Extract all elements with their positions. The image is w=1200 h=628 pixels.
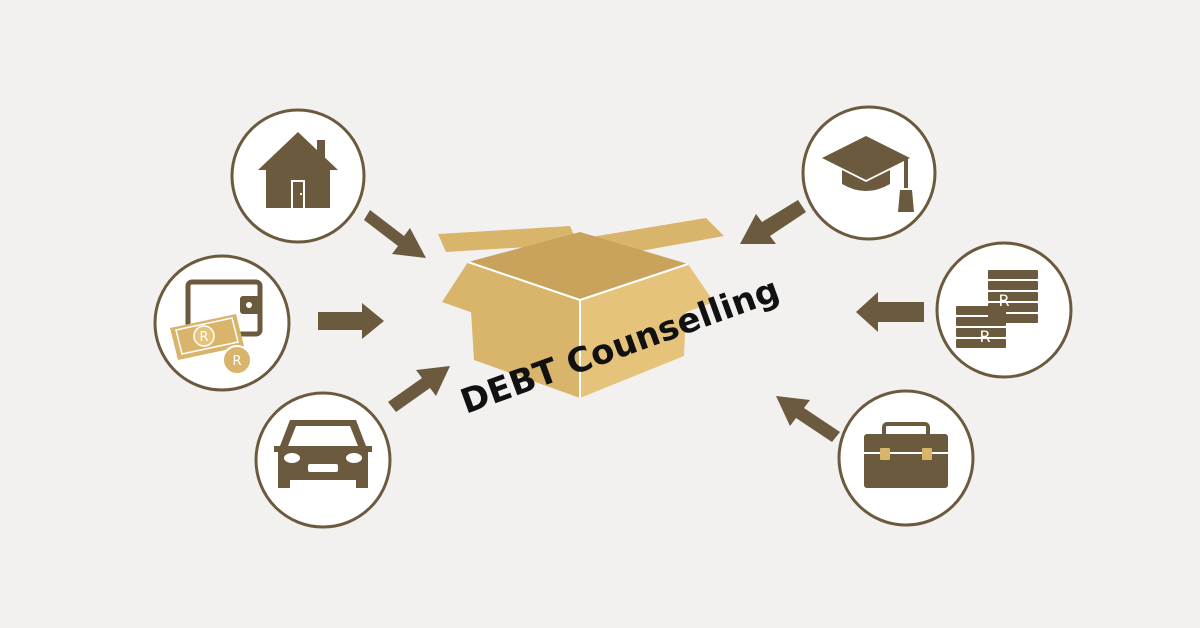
currency-symbol: R [998,291,1009,310]
currency-symbol: R [199,330,208,345]
car-node [256,393,390,527]
money-node: R R [937,243,1071,377]
currency-symbol: R [232,354,241,369]
arrow-money-to-box [856,292,924,332]
business-node [839,391,973,525]
arrow-wallet-to-box [318,303,384,339]
wallet-node: R R [155,256,289,390]
arrow-education-to-box [740,200,806,244]
currency-symbol: R [979,327,990,346]
house-node [232,110,364,242]
arrow-car-to-box [388,366,450,412]
arrow-house-to-box [364,210,426,258]
arrow-business-to-box [776,396,840,442]
education-node [803,107,935,239]
car-icon [274,420,372,488]
